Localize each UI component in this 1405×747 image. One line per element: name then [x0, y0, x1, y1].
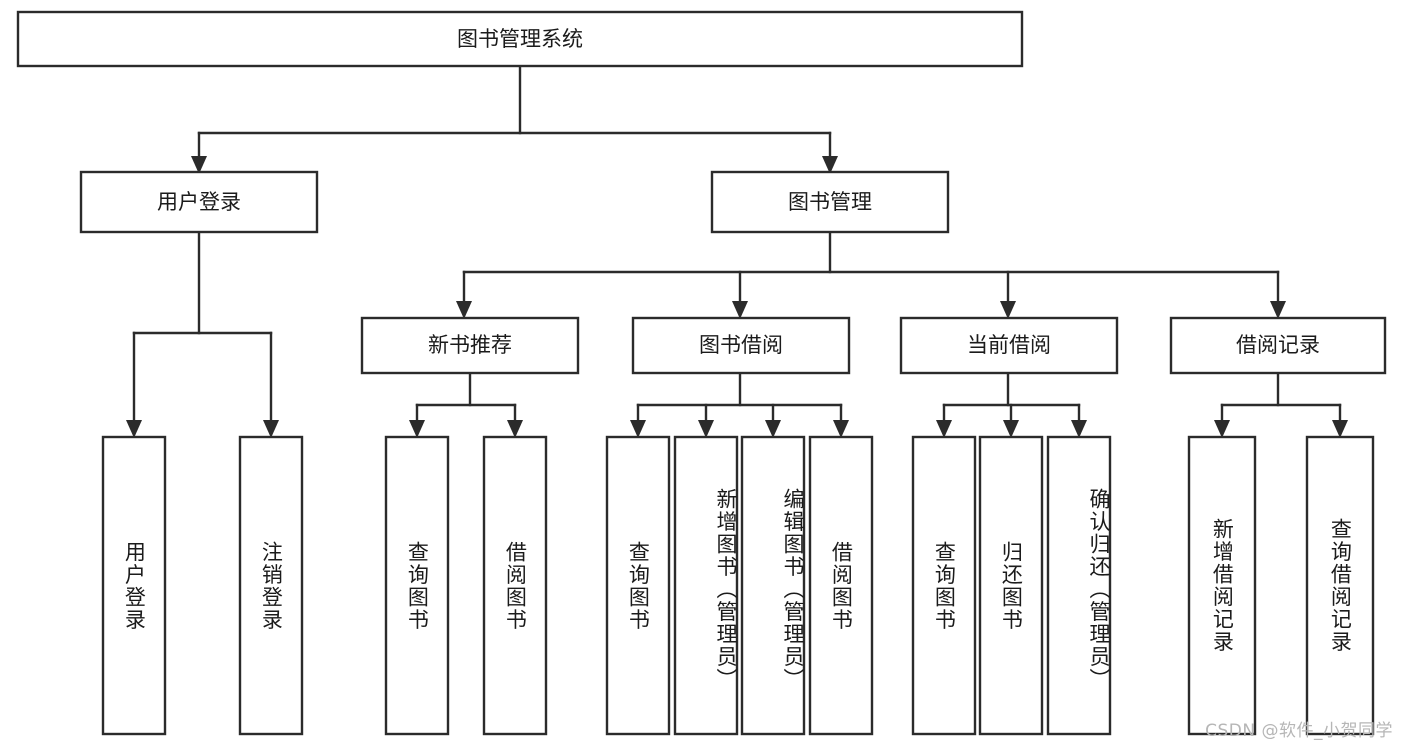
- arrow-user-login-leaf-1: [263, 420, 279, 438]
- arrow-root-to-book-mgmt: [822, 156, 838, 174]
- leaf-box-book-borrow-2[interactable]: [740, 435, 806, 736]
- node-book-management[interactable]: 图书管理: [710, 170, 950, 234]
- arrow-root-to-user-login: [191, 156, 207, 174]
- leaf-box-borrow-record-1[interactable]: [1305, 435, 1375, 736]
- arrow-book-mgmt-c3: [1270, 301, 1286, 319]
- node-new-book-recommend[interactable]: 新书推荐: [360, 316, 580, 375]
- node-user-login-box[interactable]: [79, 170, 319, 234]
- node-borrow-record-box[interactable]: [1169, 316, 1387, 375]
- arrow-borrow-record-leaf-0: [1214, 420, 1230, 438]
- node-book-management-box[interactable]: [710, 170, 950, 234]
- node-borrow-record-label: 借阅记录: [1236, 333, 1320, 357]
- arrow-new-book-leaf-1: [507, 420, 523, 438]
- leaf-box-book-borrow-3[interactable]: [808, 435, 874, 736]
- leaf-box-new-book-0[interactable]: [384, 435, 450, 736]
- nodes-layer: 图书管理系统 用户登录 图书管理 新书推荐 图书借阅 当前: [16, 10, 1387, 736]
- node-book-borrow-box[interactable]: [631, 316, 851, 375]
- node-borrow-record[interactable]: 借阅记录: [1169, 316, 1387, 375]
- arrow-new-book-leaf-0: [409, 420, 425, 438]
- node-book-borrow[interactable]: 图书借阅: [631, 316, 851, 375]
- arrow-book-borrow-leaf-1: [698, 420, 714, 438]
- leaf-box-current-borrow-1[interactable]: [978, 435, 1044, 736]
- arrow-user-login-leaf-0: [126, 420, 142, 438]
- leaf-box-book-borrow-0[interactable]: [605, 435, 671, 736]
- node-book-borrow-label: 图书借阅: [699, 333, 783, 357]
- arrow-book-borrow-leaf-3: [833, 420, 849, 438]
- node-root[interactable]: 图书管理系统: [16, 10, 1024, 68]
- node-user-login-label: 用户登录: [157, 190, 241, 214]
- leaf-box-current-borrow-0[interactable]: [911, 435, 977, 736]
- leaf-box-new-book-1[interactable]: [482, 435, 548, 736]
- arrow-borrow-record-leaf-1: [1332, 420, 1348, 438]
- node-book-management-label: 图书管理: [788, 190, 872, 214]
- arrow-book-borrow-leaf-0: [630, 420, 646, 438]
- node-current-borrow[interactable]: 当前借阅: [899, 316, 1119, 375]
- leaf-box-borrow-record-0[interactable]: [1187, 435, 1257, 736]
- node-current-borrow-label: 当前借阅: [967, 333, 1051, 357]
- node-user-login[interactable]: 用户登录: [79, 170, 319, 234]
- arrow-book-mgmt-c1: [732, 301, 748, 319]
- node-current-borrow-box[interactable]: [899, 316, 1119, 375]
- arrow-current-borrow-leaf-1: [1003, 420, 1019, 438]
- leaf-box-book-borrow-1[interactable]: [673, 435, 739, 736]
- arrow-book-borrow-leaf-2: [765, 420, 781, 438]
- arrow-current-borrow-leaf-2: [1071, 420, 1087, 438]
- arrow-book-mgmt-c0: [456, 301, 472, 319]
- arrow-current-borrow-leaf-0: [936, 420, 952, 438]
- csdn-watermark: CSDN @软件_小贺同学: [1205, 721, 1393, 741]
- node-root-label: 图书管理系统: [457, 27, 583, 51]
- leaf-box-user-login-0[interactable]: [101, 435, 167, 736]
- node-new-book-recommend-box[interactable]: [360, 316, 580, 375]
- arrow-book-mgmt-c2: [1000, 301, 1016, 319]
- leaf-box-user-login-1[interactable]: [238, 435, 304, 736]
- node-root-box[interactable]: [16, 10, 1024, 68]
- leaf-box-current-borrow-2[interactable]: [1046, 435, 1112, 736]
- node-new-book-recommend-label: 新书推荐: [428, 333, 512, 357]
- edges-layer: [126, 64, 1348, 438]
